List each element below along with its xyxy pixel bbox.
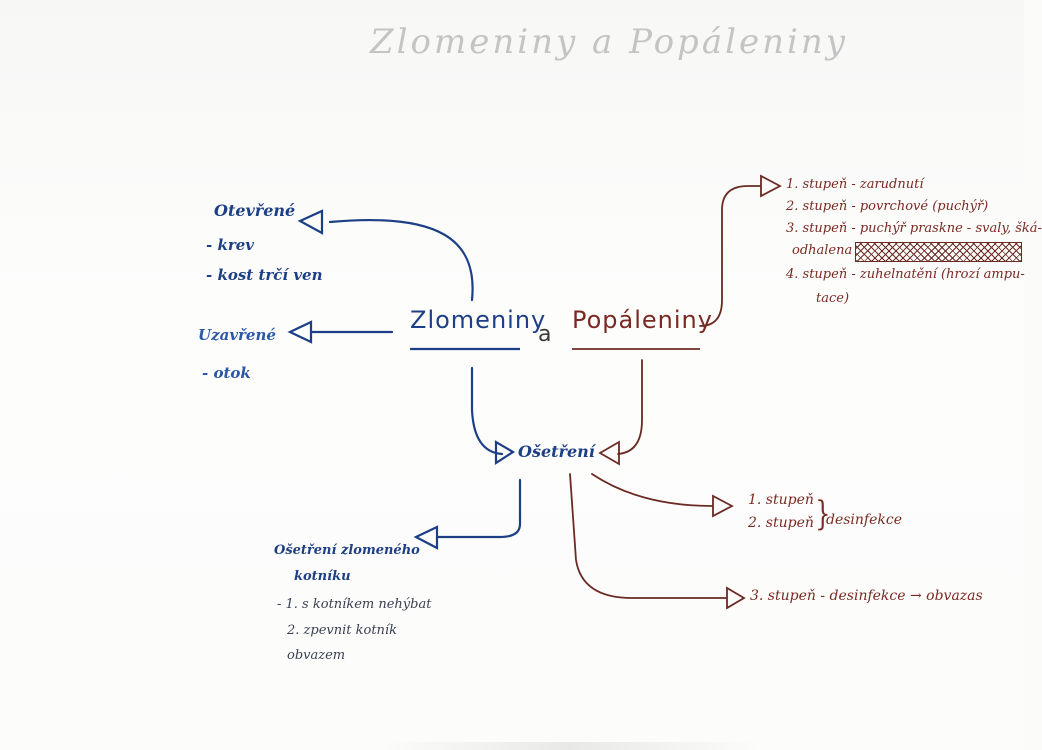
page-title: Zlomeniny a Popáleniny — [370, 22, 848, 62]
brace-symbol: } — [815, 494, 831, 534]
link-to-deg12 — [591, 473, 713, 507]
center-popaleniny: Popáleniny — [572, 306, 713, 334]
hatched-box — [855, 242, 1022, 262]
open-fracture-heading: Otevřené — [214, 201, 296, 220]
closed-fracture-heading: Uzavřené — [198, 326, 276, 344]
burn-degree-line: 2. stupeň - povrchové (puchýř) — [786, 199, 989, 214]
treatment-heading: Ošetření — [518, 442, 595, 461]
fracture-care-step: 2. zpevnit kotník — [287, 623, 397, 638]
link-burns-to-treatment — [617, 359, 643, 455]
link-to-deg3 — [569, 473, 727, 599]
fracture-care-step: obvazem — [287, 648, 346, 663]
link-to-treatment — [470, 366, 504, 456]
center-zlomeniny: Zlomeniny — [410, 306, 547, 334]
burn-degree-line: 4. stupeň - zuhelnatění (hrozí ampu- — [786, 267, 1025, 282]
arrowhead-fracture-care — [413, 525, 439, 550]
arrowhead-treatment-left — [494, 440, 516, 466]
burn-degree-line: odhalena — [792, 243, 853, 258]
link-to-open — [328, 218, 474, 302]
burn-care-deg1: 1. stupeň — [748, 492, 814, 508]
arrowhead-deg3 — [726, 586, 746, 610]
burn-degree-line: 3. stupeň - puchýř praskne - svaly, šká- — [786, 221, 1042, 236]
center-and: a — [538, 322, 552, 347]
fracture-care-step: - 1. s kotníkem nehýbat — [277, 597, 432, 612]
burn-care-deg12-action: desinfekce — [826, 512, 903, 528]
open-fracture-item: - kost trčí ven — [206, 266, 323, 284]
burn-care-deg2: 2. stupeň — [748, 515, 814, 531]
arrowhead-burn-degrees — [760, 174, 782, 198]
arrowhead-closed — [287, 320, 313, 344]
open-fracture-item: - krev — [206, 236, 255, 254]
arrowhead-treatment-right — [598, 440, 620, 466]
burn-degree-line: 1. stupeň - zarudnutí — [786, 177, 924, 192]
arrowhead-deg12 — [712, 494, 734, 518]
fracture-care-heading-line2: kotníku — [294, 569, 351, 584]
arrowhead-open — [297, 209, 324, 235]
burn-degree-line: tace) — [816, 291, 850, 306]
link-to-fracture-care — [436, 478, 522, 539]
closed-fracture-item: - otok — [202, 364, 251, 382]
paper-edge-shadow — [380, 742, 760, 750]
fracture-care-heading: Ošetření zlomeného — [274, 543, 420, 558]
burn-care-deg3: 3. stupeň - desinfekce → obvazas — [750, 588, 983, 604]
link-to-burn-degrees — [699, 185, 761, 327]
